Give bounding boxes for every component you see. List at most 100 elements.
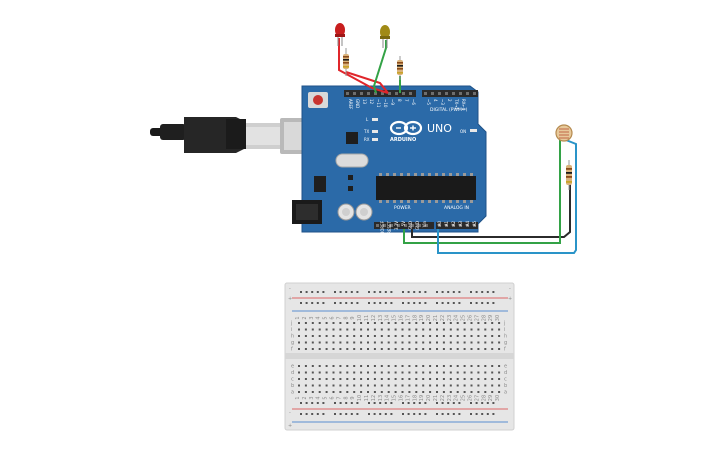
breadboard-hole[interactable] [456, 348, 459, 350]
analog-pin-hole[interactable] [438, 224, 441, 227]
breadboard-hole[interactable] [442, 384, 445, 387]
rail-hole[interactable] [368, 413, 370, 415]
breadboard-hole[interactable] [387, 371, 390, 374]
rail-hole[interactable] [339, 402, 342, 404]
breadboard-hole[interactable] [498, 365, 501, 367]
breadboard-hole[interactable] [477, 335, 480, 337]
breadboard-hole[interactable] [477, 391, 480, 393]
rail-hole[interactable] [470, 291, 472, 293]
breadboard-hole[interactable] [463, 365, 466, 367]
breadboard-hole[interactable] [463, 341, 466, 344]
breadboard-hole[interactable] [491, 322, 494, 324]
breadboard-hole[interactable] [373, 365, 376, 367]
breadboard-hole[interactable] [380, 384, 383, 387]
breadboard-hole[interactable] [304, 335, 307, 337]
rail-hole[interactable] [458, 402, 461, 404]
breadboard-hole[interactable] [484, 391, 487, 393]
breadboard-hole[interactable] [394, 384, 397, 387]
breadboard-hole[interactable] [449, 365, 452, 367]
rail-hole[interactable] [458, 413, 461, 415]
breadboard-hole[interactable] [339, 335, 342, 337]
breadboard-hole[interactable] [332, 378, 335, 380]
rail-hole[interactable] [300, 302, 302, 304]
rail-hole[interactable] [322, 302, 325, 304]
breadboard-hole[interactable] [394, 335, 397, 337]
rail-hole[interactable] [481, 413, 484, 415]
breadboard-hole[interactable] [456, 371, 459, 374]
breadboard-hole[interactable] [463, 335, 466, 337]
wire-black-ground[interactable] [411, 176, 571, 238]
breadboard-hole[interactable] [332, 384, 335, 387]
breadboard-hole[interactable] [339, 328, 342, 331]
breadboard-hole[interactable] [373, 378, 376, 380]
breadboard-hole[interactable] [415, 328, 418, 331]
rail-hole[interactable] [413, 291, 416, 293]
breadboard-hole[interactable] [346, 328, 349, 331]
breadboard-hole[interactable] [408, 328, 411, 331]
breadboard-hole[interactable] [408, 384, 411, 387]
breadboard-hole[interactable] [491, 328, 494, 331]
breadboard-hole[interactable] [394, 322, 397, 324]
breadboard-hole[interactable] [394, 365, 397, 367]
rail-hole[interactable] [452, 413, 455, 415]
breadboard-hole[interactable] [346, 365, 349, 367]
breadboard-hole[interactable] [353, 322, 356, 324]
breadboard-hole[interactable] [401, 328, 404, 331]
breadboard-hole[interactable] [339, 384, 342, 387]
rail-hole[interactable] [345, 413, 348, 415]
breadboard-hole[interactable] [304, 341, 307, 344]
breadboard-hole[interactable] [436, 378, 438, 380]
breadboard-hole[interactable] [339, 371, 342, 374]
breadboard-hole[interactable] [373, 384, 376, 387]
breadboard-hole[interactable] [304, 328, 307, 331]
rail-hole[interactable] [322, 413, 325, 415]
breadboard-hole[interactable] [346, 378, 349, 380]
rail-hole[interactable] [339, 291, 342, 293]
breadboard-hole[interactable] [325, 365, 328, 367]
rail-hole[interactable] [384, 302, 387, 304]
breadboard-hole[interactable] [477, 328, 480, 331]
breadboard-hole[interactable] [463, 378, 466, 380]
rail-hole[interactable] [441, 302, 444, 304]
breadboard-hole[interactable] [477, 378, 480, 380]
breadboard-hole[interactable] [387, 365, 390, 367]
resistor-photoresistor[interactable] [566, 160, 572, 190]
rail-hole[interactable] [486, 413, 489, 415]
rail-hole[interactable] [441, 291, 444, 293]
rail-hole[interactable] [413, 402, 416, 404]
breadboard-hole[interactable] [401, 348, 404, 350]
rail-hole[interactable] [475, 291, 478, 293]
rail-hole[interactable] [379, 302, 382, 304]
breadboard-hole[interactable] [304, 384, 307, 387]
breadboard-hole[interactable] [498, 371, 501, 374]
wire-green-yellow-led[interactable] [372, 40, 387, 94]
breadboard-hole[interactable] [346, 341, 349, 344]
breadboard-hole[interactable] [394, 391, 397, 393]
breadboard-hole[interactable] [298, 384, 300, 387]
breadboard-hole[interactable] [401, 335, 404, 337]
breadboard-hole[interactable] [498, 335, 501, 337]
rail-hole[interactable] [334, 413, 336, 415]
breadboard-hole[interactable] [353, 365, 356, 367]
rail-hole[interactable] [311, 302, 314, 304]
breadboard-hole[interactable] [353, 391, 356, 393]
breadboard-hole[interactable] [456, 335, 459, 337]
rail-hole[interactable] [475, 413, 478, 415]
rail-hole[interactable] [345, 291, 348, 293]
breadboard-hole[interactable] [401, 391, 404, 393]
rail-hole[interactable] [305, 402, 308, 404]
breadboard-hole[interactable] [470, 328, 473, 331]
breadboard-hole[interactable] [470, 348, 473, 350]
rail-hole[interactable] [356, 302, 359, 304]
breadboard-hole[interactable] [380, 378, 383, 380]
breadboard-hole[interactable] [346, 322, 349, 324]
breadboard-hole[interactable] [298, 365, 300, 367]
breadboard-hole[interactable] [422, 335, 425, 337]
breadboard-hole[interactable] [318, 322, 321, 324]
breadboard-hole[interactable] [429, 391, 432, 393]
breadboard-hole[interactable] [367, 322, 369, 324]
rail-hole[interactable] [373, 413, 376, 415]
breadboard-hole[interactable] [422, 341, 425, 344]
breadboard-hole[interactable] [394, 328, 397, 331]
